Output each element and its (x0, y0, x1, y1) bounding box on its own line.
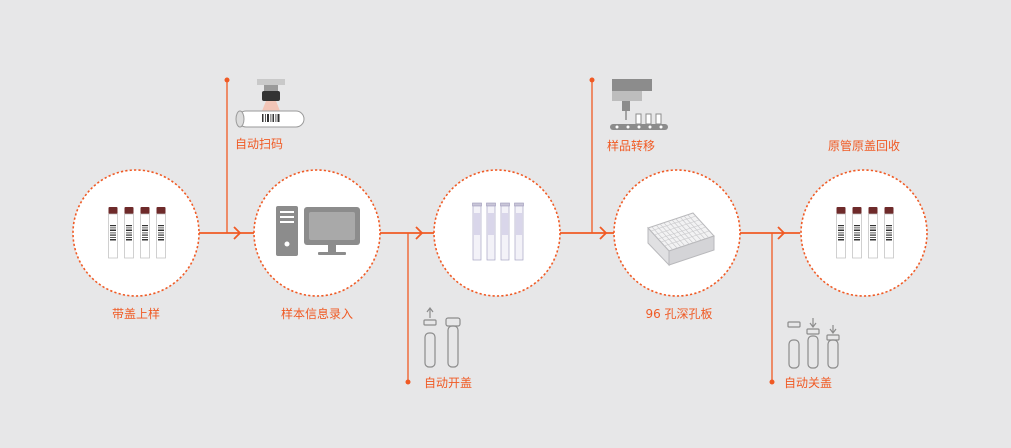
recapping-icon (787, 318, 840, 369)
branch-label-decap: 自动开盖 (424, 376, 473, 390)
branch-label-scan: 自动扫码 (235, 137, 284, 151)
decapping-icon (423, 307, 461, 368)
step-circle-1 (72, 169, 200, 297)
barcode-scanner-icon (235, 79, 305, 128)
connector-lines (198, 226, 800, 240)
arrow-head-2 (415, 226, 424, 240)
branch-dot-decap (405, 379, 411, 385)
branch-label-recap: 自动关盖 (784, 376, 833, 390)
branch-lines (226, 80, 773, 382)
branch-dot-transfer (589, 77, 595, 83)
step-label-1: 带盖上样 (111, 307, 161, 321)
pipetting-robot-icon (610, 79, 668, 130)
step-label-4: 96 孔深孔板 (645, 307, 713, 321)
step-circle-5 (800, 169, 928, 297)
arrow-head-4 (777, 226, 786, 240)
step-label-2: 样本信息录入 (280, 307, 354, 321)
deep-well-plate-icon (647, 212, 715, 267)
branch-dot-recap (769, 379, 775, 385)
step-circle-3 (433, 169, 561, 297)
branch-dot-scan (224, 77, 230, 83)
arrow-head-1 (233, 226, 242, 240)
branch-label-transfer: 样品转移 (607, 139, 656, 153)
arrow-head-3 (599, 226, 608, 240)
step-label-5: 原管原盖回收 (827, 139, 901, 153)
branch-dots (224, 77, 775, 385)
computer-icon (276, 206, 360, 256)
